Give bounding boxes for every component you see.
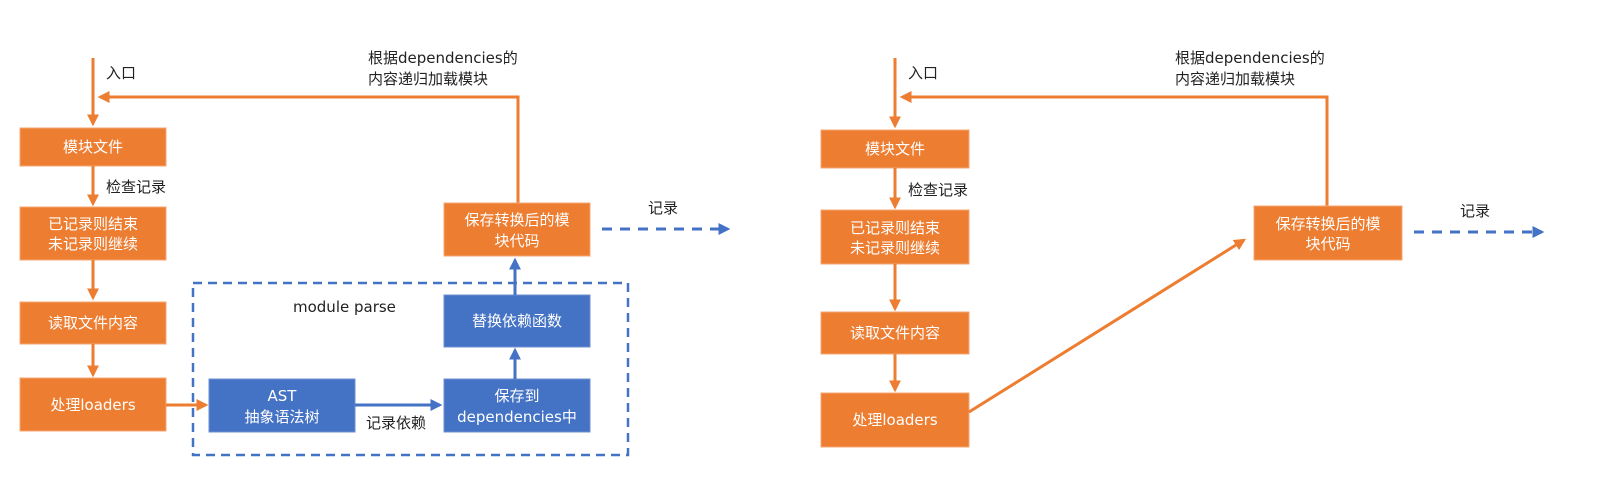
record-deps-label: 记录依赖 [366,414,426,432]
svg-text:已记录则结束: 已记录则结束 [48,215,138,233]
svg-text:模块文件: 模块文件 [865,140,925,158]
node-replace-fn: 替换依赖函数 [443,294,591,348]
right-diagram: 入口 根据dependencies的 内容递归加载模块 模块文件 检查记录 已记… [820,49,1545,448]
node-save-code: 保存转换后的模 块代码 [443,202,591,257]
svg-text:替换依赖函数: 替换依赖函数 [472,312,562,330]
svg-text:保存转换后的模: 保存转换后的模 [464,211,569,229]
svg-text:读取文件内容: 读取文件内容 [48,314,138,332]
svg-text:保存到: 保存到 [494,387,539,405]
module-parse-label: module parse [293,298,396,316]
svg-text:读取文件内容: 读取文件内容 [850,324,940,342]
svg-text:抽象语法树: 抽象语法树 [244,408,319,426]
left-diagram: 入口 根据dependencies的 内容递归加载模块 模块文件 检查记录 已记… [19,49,731,457]
recursion-label-line2: 内容递归加载模块 [1175,70,1295,88]
check-label: 检查记录 [106,178,166,196]
check-label: 检查记录 [908,181,968,199]
recursion-label-line1: 根据dependencies的 [1175,49,1325,67]
node-ast: AST 抽象语法树 [208,378,356,433]
svg-text:块代码: 块代码 [1305,235,1350,253]
recursion-label-line2: 内容递归加载模块 [368,70,488,88]
module-parse-frame [191,281,630,457]
svg-text:未记录则继续: 未记录则继续 [850,239,940,257]
svg-text:块代码: 块代码 [494,232,539,250]
svg-text:dependencies中: dependencies中 [457,408,577,426]
svg-text:AST: AST [268,387,298,405]
svg-text:处理loaders: 处理loaders [852,411,937,429]
record-label: 记录 [1460,202,1490,220]
node-read-content: 读取文件内容 [19,301,167,345]
node-process-loaders: 处理loaders [820,392,970,448]
svg-text:已记录则结束: 已记录则结束 [850,219,940,237]
svg-text:模块文件: 模块文件 [63,138,123,156]
record-label: 记录 [648,199,678,217]
node-module-file: 模块文件 [820,129,970,169]
node-process-loaders: 处理loaders [19,377,167,432]
recursion-arrow [899,91,1329,206]
to-save-code-arrow [968,238,1247,414]
node-save-code: 保存转换后的模 块代码 [1253,205,1403,261]
node-recorded-check: 已记录则结束 未记录则继续 [820,209,970,265]
node-module-file: 模块文件 [19,127,167,167]
svg-text:保存转换后的模: 保存转换后的模 [1275,215,1380,233]
node-save-deps: 保存到 dependencies中 [443,378,591,433]
node-recorded-check: 已记录则结束 未记录则继续 [19,206,167,261]
svg-text:未记录则继续: 未记录则继续 [48,235,138,253]
recursion-label-line1: 根据dependencies的 [368,49,518,67]
entry-label: 入口 [106,64,136,82]
recursion-arrow [97,91,520,203]
entry-label: 入口 [908,64,938,82]
svg-text:处理loaders: 处理loaders [50,396,135,414]
node-read-content: 读取文件内容 [820,311,970,355]
